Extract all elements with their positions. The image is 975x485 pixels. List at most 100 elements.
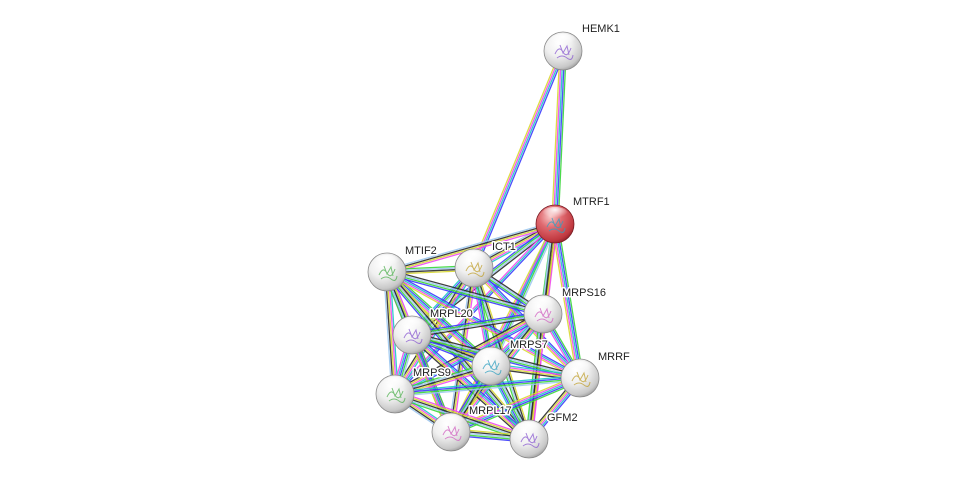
edge-line [552, 50, 563, 224]
node-label-halo: MRPS9 [413, 367, 451, 379]
edge-line [393, 312, 543, 394]
edge-line [395, 390, 531, 437]
node-label: MRPS9 [413, 367, 451, 379]
protein-structure-icon [465, 261, 485, 277]
node-label: MTIF2 [405, 245, 437, 257]
edge-mtrf1-mrrf[interactable] [551, 223, 584, 379]
edge-line [451, 380, 582, 436]
node-highlight [550, 33, 576, 49]
node-label: GFM2 [547, 412, 578, 424]
edge-line [411, 312, 543, 335]
edge-line [387, 224, 556, 274]
edge-line [384, 272, 395, 395]
edge-line [412, 315, 544, 339]
node-label: MRPS16 [562, 287, 606, 299]
node-label-halo: MTIF2 [405, 245, 437, 257]
edge-line [387, 269, 544, 313]
edge-line [386, 272, 543, 316]
edge-line [386, 222, 555, 272]
edge-line [529, 314, 546, 440]
edge-line [551, 50, 561, 224]
edge-mrps16-gfm2[interactable] [525, 313, 547, 440]
node-label-halo: MTRF1 [573, 196, 610, 208]
edge-line [386, 273, 543, 317]
protein-structure-icon [520, 432, 540, 448]
edge-line [409, 336, 528, 442]
edge-line [412, 314, 544, 337]
edge-line [451, 378, 581, 435]
edge-mrps16-mrpl20[interactable] [411, 310, 544, 339]
node-label: ICT1 [492, 241, 516, 253]
edge-line [551, 224, 578, 379]
node-label: MTRF1 [573, 196, 610, 208]
edge-line [471, 49, 562, 268]
node-highlight [461, 250, 487, 266]
protein-structure-icon [442, 425, 462, 441]
edge-hemk1-ict1[interactable] [471, 49, 566, 270]
node-label-halo: MRPS7 [510, 339, 548, 351]
edge-line [395, 379, 581, 398]
edge-line [552, 224, 580, 379]
edge-line [411, 310, 543, 334]
node-label: HEMK1 [582, 23, 620, 35]
node-highlight [399, 317, 425, 333]
edge-line [387, 270, 544, 314]
node-label-halo: GFM2 [547, 412, 578, 424]
edge-line [385, 273, 580, 381]
edge-line [394, 376, 580, 394]
edge-line [472, 50, 563, 268]
node-highlight [530, 296, 556, 312]
edge-line [554, 50, 564, 225]
node-highlight [478, 348, 504, 364]
node-highlight [567, 360, 593, 376]
protein-structure-icon [482, 359, 502, 375]
node-label-halo: MRPS16 [562, 287, 606, 299]
edge-line [557, 223, 584, 378]
protein-structure-icon [571, 371, 591, 387]
edge-line [387, 271, 398, 394]
node-label: MRPL17 [469, 405, 512, 417]
node-highlight [438, 414, 464, 430]
edge-line [554, 223, 581, 379]
protein-structure-icon [403, 328, 423, 344]
edge-line [526, 313, 543, 439]
node-label-halo: MRPL17 [469, 405, 512, 417]
edge-line [555, 51, 566, 225]
edge-line [475, 51, 566, 270]
node-label-halo: MRPL20 [430, 308, 473, 320]
edge-line [395, 391, 530, 439]
edge-line [492, 224, 558, 368]
edge-line [528, 313, 544, 440]
node-highlight [516, 421, 542, 437]
edge-line [383, 272, 393, 395]
protein-structure-icon [534, 307, 554, 323]
edge-line [531, 314, 547, 440]
edge-line [525, 313, 541, 439]
edge-line [386, 221, 555, 271]
edge-line [557, 51, 567, 225]
edge-line [412, 333, 531, 439]
edge-line [386, 271, 396, 395]
edge-hemk1-mtrf1[interactable] [551, 50, 567, 225]
protein-structure-icon [386, 387, 406, 403]
node-label: MRRF [598, 351, 630, 363]
node-label: MRPS7 [510, 339, 548, 351]
edge-mtif2-mrps16[interactable] [386, 269, 544, 317]
node-label-halo: HEMK1 [582, 23, 620, 35]
edge-line [448, 222, 555, 432]
protein-structure-icon [554, 44, 574, 60]
node-label-halo: MRRF [598, 351, 630, 363]
